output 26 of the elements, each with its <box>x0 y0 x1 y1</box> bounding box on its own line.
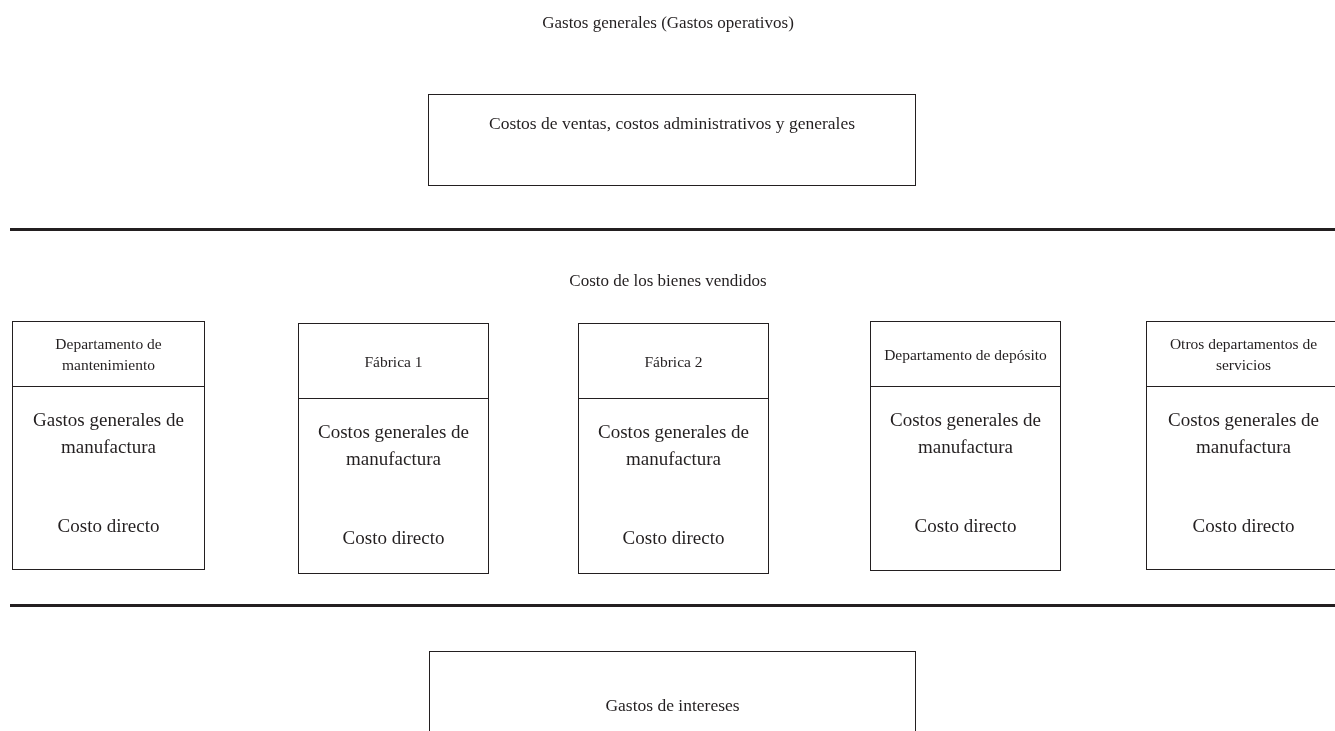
cost-item: Costo directo <box>1191 514 1296 538</box>
box-text: Costos de ventas, costos administrativos y generales <box>488 112 856 135</box>
department-box <box>1146 321 1335 570</box>
cost-box <box>428 94 916 186</box>
cost-category: Gastos generales de manufactura <box>32 408 185 459</box>
section-heading: Costo de los bienes vendidos <box>568 270 768 292</box>
department-title: Departamento de depósito <box>883 344 1048 365</box>
department-box <box>12 321 205 570</box>
department-box <box>298 323 489 574</box>
cost-item: Costo directo <box>341 526 446 550</box>
department-box <box>870 321 1061 571</box>
department-title: Fábrica 1 <box>363 351 424 372</box>
section-heading: Gastos generales (Gastos operativos) <box>541 12 795 34</box>
cost-box <box>429 651 916 731</box>
department-box <box>578 323 769 574</box>
box-text: Gastos de intereses <box>604 694 741 717</box>
cost-category: Costos generales de manufactura <box>317 420 470 471</box>
cost-category: Costos generales de manufactura <box>889 408 1042 459</box>
department-title: Departamento de mantenimiento <box>54 334 163 375</box>
cost-category: Costos generales de manufactura <box>597 420 750 471</box>
department-title: Otros departamentos de servicios <box>1168 334 1319 375</box>
cost-item: Costo directo <box>56 514 161 538</box>
cost-category: Costos generales de manufactura <box>1167 408 1320 459</box>
cost-item: Costo directo <box>913 514 1018 538</box>
cost-item: Costo directo <box>621 526 726 550</box>
department-title: Fábrica 2 <box>643 351 704 372</box>
